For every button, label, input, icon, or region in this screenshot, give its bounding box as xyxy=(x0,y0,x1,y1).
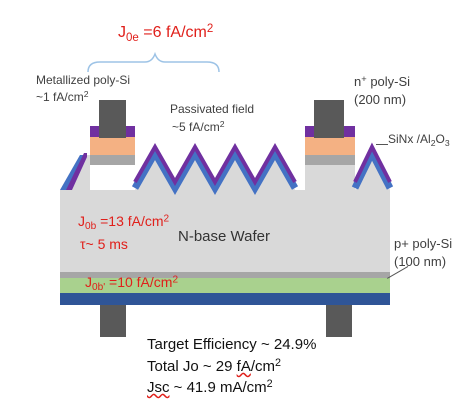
p-poly-label: p+ poly-Si (100 nm) xyxy=(394,236,453,269)
target-efficiency-label: Target Efficiency ~ 24.9% xyxy=(147,336,317,353)
p-poly-layer xyxy=(60,272,390,278)
j0e-brace xyxy=(87,51,220,73)
passivated-field-label: Passivated field ~5 fA/cm2 xyxy=(170,102,255,134)
j0e-label: J0e =6 fA/cm2 xyxy=(118,23,214,44)
n-poly-label: n+ poly-Si (200 nm) xyxy=(354,74,411,108)
right-n-poly-layer xyxy=(305,137,355,155)
right-blue-layer xyxy=(351,145,394,190)
left-rear-contact xyxy=(100,305,126,337)
jsc-label: Jsc ~ 41.9 mA/cm2 xyxy=(147,378,273,396)
j0b-rear-label: J0b' =10 fA/cm2 xyxy=(85,274,179,294)
right-purple-layer xyxy=(353,142,392,183)
right-front-contact xyxy=(314,100,344,138)
total-jo-label: Total Jo ~ 29 fA/cm2 xyxy=(147,357,282,375)
left-front-contact xyxy=(99,100,126,138)
metallized-poly-label: Metallized poly-Si ~1 fA/cm2 xyxy=(36,73,131,104)
sinx-leader-line xyxy=(376,144,388,145)
tau-label: τ~ 5 ms xyxy=(80,236,128,252)
sinx-label: SiNx /Al2O3 xyxy=(388,132,450,148)
right-rear-contact xyxy=(326,305,352,337)
rear-green-layer xyxy=(60,278,390,293)
j0b-label: J0b =13 fA/cm2 xyxy=(78,213,170,233)
rear-blue-layer xyxy=(60,293,390,305)
n-base-wafer xyxy=(60,155,390,272)
wafer-label: N-base Wafer xyxy=(178,228,270,245)
left-n-poly-layer xyxy=(90,137,135,155)
right-gray-interlayer xyxy=(305,155,355,165)
left-nitride-purple-layer xyxy=(66,153,87,190)
left-gray-interlayer xyxy=(90,155,135,165)
field-blue-layer xyxy=(131,145,299,196)
field-purple-layer xyxy=(133,142,297,187)
